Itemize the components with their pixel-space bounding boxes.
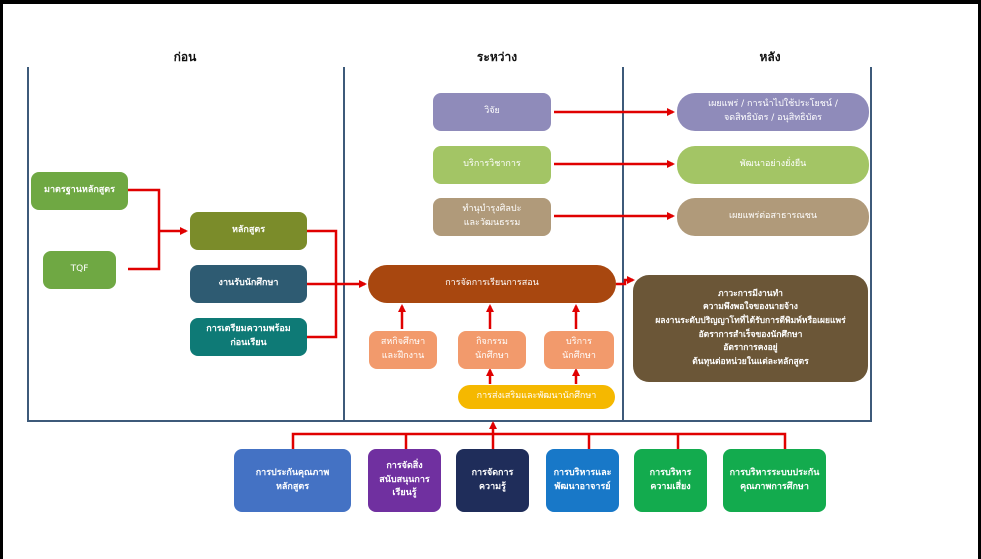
box-faculty-dev: การบริหารและ พัฒนาอาจารย์ [546, 449, 619, 512]
box-learning-support: การจัดสิ่ง สนับสนุนการ เรียนรู้ [368, 449, 441, 512]
arrow-teaching-to-outcomes [616, 276, 635, 286]
box-service-outcome: พัฒนาอย่างยั่งยืน [677, 146, 869, 184]
box-activities: กิจกรรม นักศึกษา [458, 331, 526, 369]
frame-line-right [870, 67, 872, 422]
outcomes-list: ภาวะการมีงานทำ ความพึงพอใจของนายจ้าง ผลง… [655, 288, 845, 370]
outcome-item: ภาวะการมีงานทำ [718, 288, 783, 299]
outcome-item: อัตราการสำเร็จของนักศึกษา [698, 329, 803, 340]
box-line: เรียนรู้ [392, 488, 417, 499]
box-culture: ทำนุบำรุงศิลปะ และวัฒนธรรม [433, 198, 551, 236]
frame-line-left [27, 67, 29, 422]
frame-line-1 [343, 67, 345, 422]
box-knowledge-mgmt: การจัดการ ความรู้ [456, 449, 529, 512]
box-risk-mgmt: การบริหาร ความเสี่ยง [634, 449, 707, 512]
box-academic-service: บริการวิชาการ [433, 146, 551, 184]
box-curriculum-standard: มาตรฐานหลักสูตร [31, 172, 128, 210]
box-research: วิจัย [433, 93, 551, 131]
box-curriculum: หลักสูตร [190, 212, 307, 250]
box-qa-curriculum: การประกันคุณภาพ หลักสูตร [234, 449, 351, 512]
outcome-item: ความพึงพอใจของนายจ้าง [703, 302, 798, 313]
box-tqf: TQF [43, 251, 116, 289]
box-preparation: การเตรียมความพร้อม ก่อนเรียน [190, 318, 307, 356]
box-student-service: บริการ นักศึกษา [544, 331, 614, 369]
outcome-item: ต้นทุนต่อหน่วยในแต่ละหลักสูตร [692, 356, 809, 367]
arrow-curriculum [307, 229, 338, 339]
box-teaching: การจัดการเรียนการสอน [368, 265, 616, 303]
frame-line-2 [622, 67, 624, 422]
outcome-item: อัตราการคงอยู่ [723, 343, 778, 354]
box-qa-system: การบริหารระบบประกัน คุณภาพการศึกษา [723, 449, 826, 512]
box-admission: งานรับนักศึกษา [190, 265, 307, 303]
heading-before: ก่อน [173, 50, 197, 64]
support-bus [291, 432, 787, 454]
box-student-development: การส่งเสริมและพัฒนานักศึกษา [458, 385, 615, 409]
frame-line-bottom [27, 420, 872, 422]
diagram-canvas: ก่อน ระหว่าง หลัง [3, 4, 978, 559]
heading-during: ระหว่าง [476, 50, 518, 64]
box-research-outcome: เผยแพร่ / การนำไปใช้ประโยชน์ / จดสิทธิบั… [677, 93, 869, 131]
arrow-standard [128, 188, 161, 271]
outcome-item: ผลงานระดับปริญญาโทที่ได้รับการตีพิมพ์หรื… [655, 315, 846, 326]
box-culture-outcome: เผยแพร่ต่อสาธารณชน [677, 198, 869, 236]
box-coop: สหกิจศึกษา และฝึกงาน [369, 331, 437, 369]
heading-after: หลัง [759, 50, 781, 64]
box-outcomes: ภาวะการมีงานทำ ความพึงพอใจของนายจ้าง ผลง… [633, 275, 868, 382]
